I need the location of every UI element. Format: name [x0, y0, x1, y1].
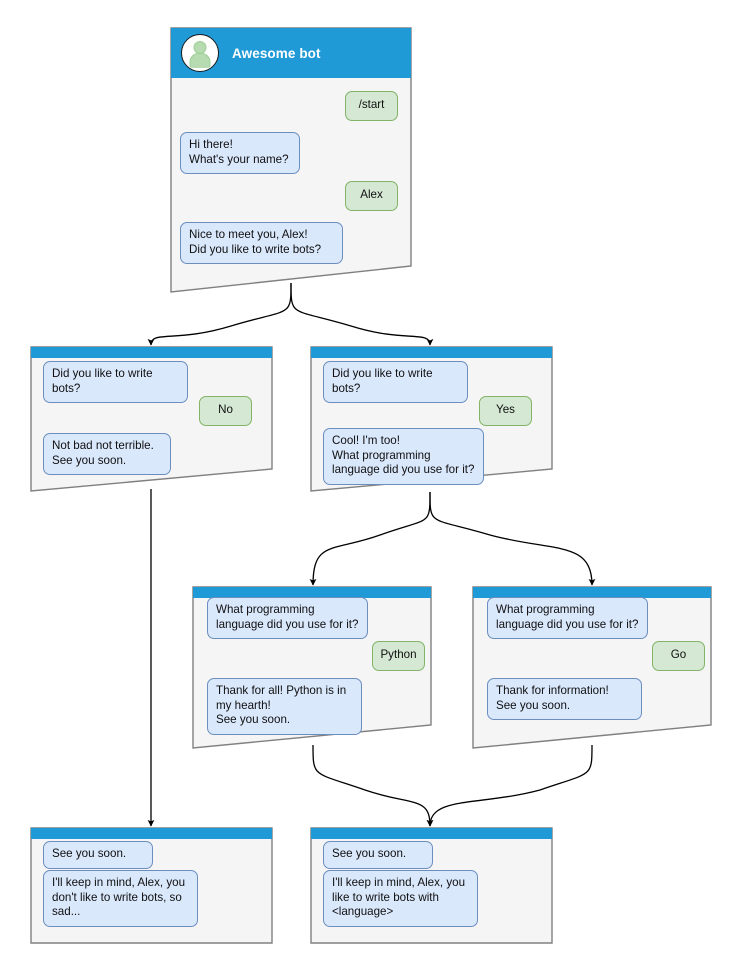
chat-node-end-happy[interactable]: See you soon. I'll keep in mind, Alex, y…	[306, 826, 556, 946]
chat-bubble-bot: What programming language did you use fo…	[487, 597, 648, 640]
chat-bubble-bot: Thank for all! Python is in my hearth! S…	[207, 678, 362, 735]
bot-title: Awesome bot	[232, 45, 321, 61]
chat-bubble-bot: What programming language did you use fo…	[207, 597, 368, 640]
person-avatar-icon	[181, 34, 219, 72]
chat-bubble-bot: See you soon.	[323, 841, 433, 869]
node-titlebar	[31, 828, 272, 839]
chat-node-python-branch[interactable]: What programming language did you use fo…	[190, 585, 435, 753]
chat-bubble-bot: Did you like to write bots?	[43, 361, 188, 404]
node-titlebar: Awesome bot	[171, 28, 411, 78]
edge-go-to-end-happy	[426, 744, 593, 827]
chat-bubble-bot: Not bad not terrible. See you soon.	[43, 433, 171, 476]
chat-bubble-bot: Cool! I'm too! What programming language…	[323, 428, 484, 485]
node-titlebar	[311, 828, 552, 839]
chat-bubble-user: /start	[345, 91, 398, 121]
chat-node-end-sad[interactable]: See you soon. I'll keep in mind, Alex, y…	[26, 826, 276, 946]
node-titlebar	[193, 587, 431, 598]
chat-node-yes-branch[interactable]: Did you like to write bots? Yes Cool! I'…	[306, 345, 556, 495]
chat-bubble-user: Go	[652, 641, 705, 671]
chat-bubble-user: Yes	[479, 396, 532, 426]
chat-bubble-bot: Thank for information! See you soon.	[487, 678, 642, 721]
chat-bubble-bot: Did you like to write bots?	[323, 361, 468, 404]
chat-node-go-branch[interactable]: What programming language did you use fo…	[470, 585, 715, 753]
edge-yes-to-go	[429, 491, 596, 586]
node-titlebar	[311, 347, 552, 358]
chat-bubble-bot: I'll keep in mind, Alex, you don't like …	[43, 870, 198, 927]
chat-bubble-user: No	[199, 396, 252, 426]
edge-yes-to-python	[309, 491, 431, 586]
chat-bubble-bot: I'll keep in mind, Alex, you like to wri…	[323, 870, 478, 927]
chat-bubble-bot: Nice to meet you, Alex! Did you like to …	[180, 222, 343, 265]
node-titlebar	[473, 587, 711, 598]
node-titlebar	[31, 347, 272, 358]
chat-bubble-bot: See you soon.	[43, 841, 153, 869]
chat-bubble-user: Alex	[345, 181, 398, 211]
chat-node-start[interactable]: Awesome bot /start Hi there! What's your…	[165, 25, 415, 295]
chat-bubble-bot: Hi there! What's your name?	[180, 132, 300, 175]
chat-node-no-branch[interactable]: Did you like to write bots? No Not bad n…	[26, 345, 276, 495]
chat-bubble-user: Python	[372, 641, 425, 671]
edge-python-to-end-happy	[312, 744, 434, 827]
